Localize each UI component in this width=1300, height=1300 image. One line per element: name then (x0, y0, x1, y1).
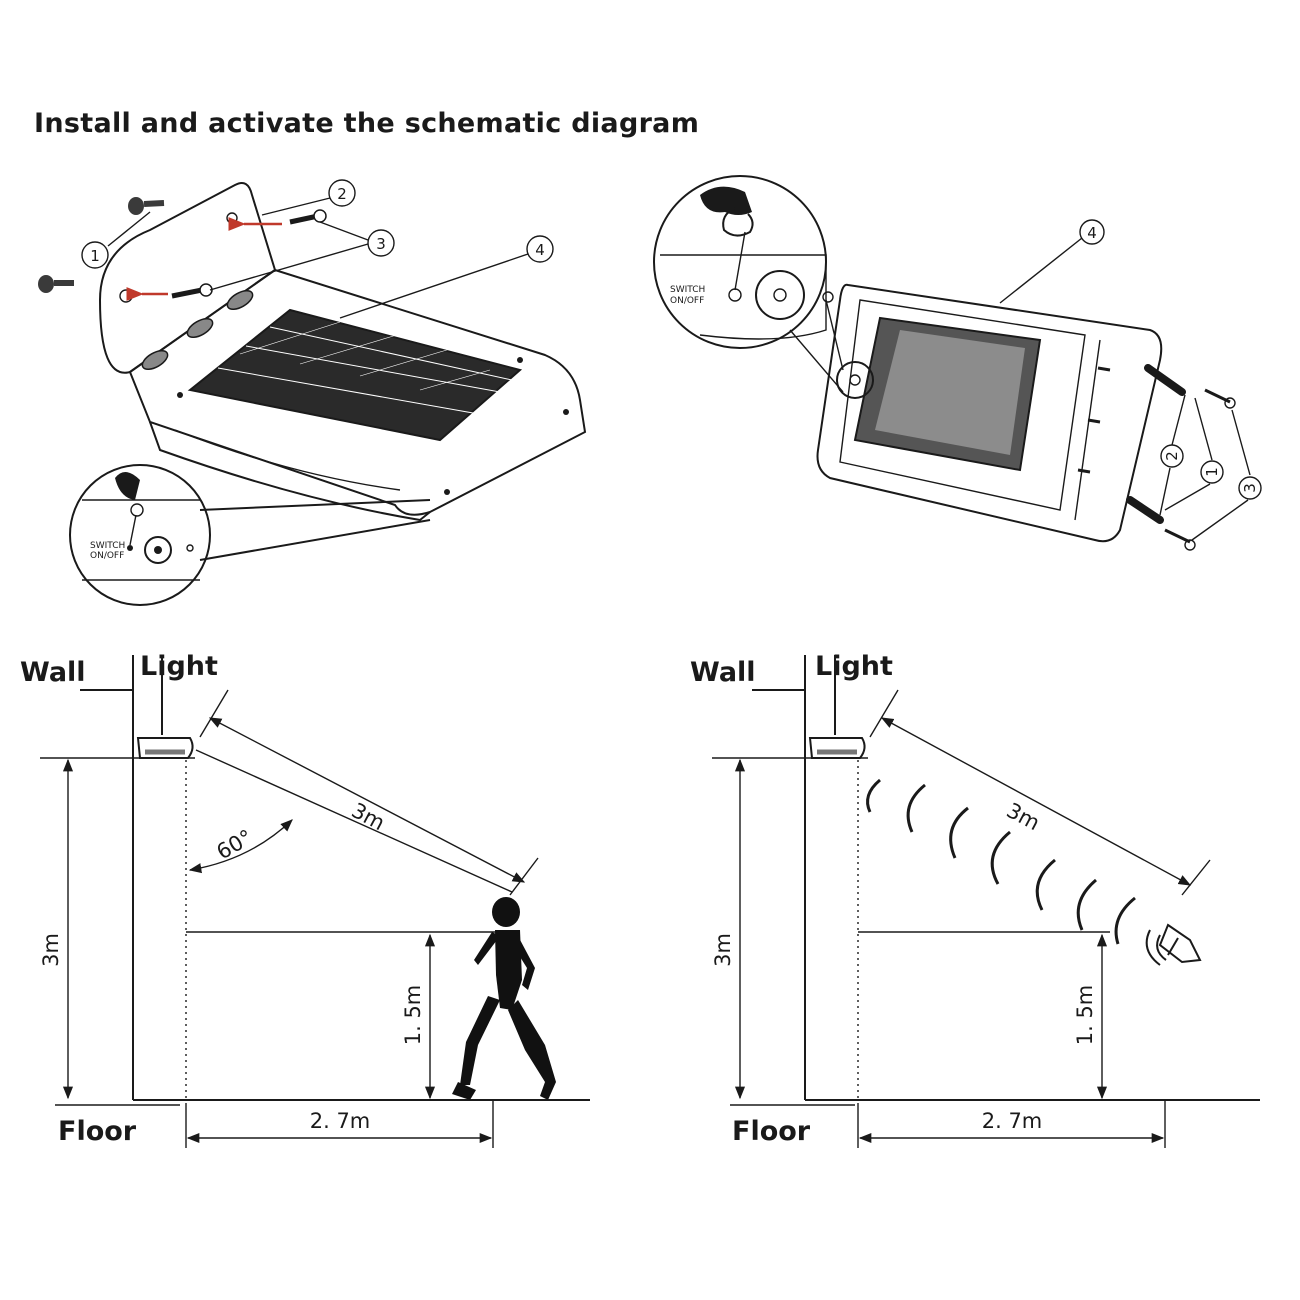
svg-text:SWITCH: SWITCH (670, 285, 705, 295)
svg-text:4: 4 (535, 241, 545, 259)
mounting-plate (98, 182, 277, 374)
svg-text:ON/OFF: ON/OFF (90, 551, 124, 561)
svg-text:3: 3 (1241, 483, 1259, 493)
switch-inset-right: SWITCH ON/OFF (653, 175, 834, 349)
wall-anchors (38, 197, 165, 293)
callout-4-right: 4 (999, 219, 1105, 304)
svg-text:ON/OFF: ON/OFF (670, 296, 704, 306)
svg-text:3m: 3m (39, 933, 63, 967)
switch-inset-left: SWITCH ON/OFF (69, 464, 431, 606)
callout-1: 1 (81, 211, 151, 269)
svg-text:1: 1 (1203, 467, 1221, 477)
svg-text:60°: 60° (213, 825, 257, 864)
svg-text:2. 7m: 2. 7m (982, 1109, 1043, 1133)
svg-text:1: 1 (90, 247, 100, 265)
svg-text:2: 2 (1163, 451, 1181, 461)
svg-text:3m: 3m (1003, 798, 1044, 835)
screws-left (171, 209, 327, 299)
svg-text:3: 3 (376, 235, 386, 253)
callout-2: 2 (261, 179, 356, 216)
callout-4: 4 (339, 235, 554, 319)
svg-text:1. 5m: 1. 5m (1073, 985, 1097, 1046)
running-person-icon (452, 897, 556, 1100)
lamp-body (128, 268, 587, 516)
lamp-back-body (816, 283, 1163, 543)
solar-panel (187, 308, 523, 442)
svg-text:2. 7m: 2. 7m (310, 1109, 371, 1133)
svg-text:1. 5m: 1. 5m (401, 985, 425, 1046)
wall-label-left: Wall (20, 657, 86, 688)
svg-text:4: 4 (1087, 224, 1097, 242)
floor-label-left: Floor (58, 1116, 137, 1147)
light-label-right: Light (815, 651, 893, 682)
light-label-left: Light (140, 651, 218, 682)
page-title: Install and activate the schematic diagr… (34, 108, 700, 139)
svg-text:3m: 3m (348, 798, 389, 835)
detection-diagram-person: 3m 3m 60° 1. 5m 2. 7m (20, 651, 590, 1148)
wall-label-right: Wall (690, 657, 756, 688)
lamp-lower-shell (149, 421, 431, 522)
lamp-rear-view: SWITCH ON/OFF 4 (653, 175, 1262, 551)
light-fixture-left (136, 737, 194, 759)
sensor-waves (866, 778, 1136, 945)
lamp-isometric-view: 1 2 3 4 (38, 179, 587, 606)
svg-text:3m: 3m (711, 933, 735, 967)
detection-diagram-waves: 3m 3m (690, 651, 1260, 1148)
svg-text:2: 2 (337, 185, 347, 203)
svg-text:SWITCH: SWITCH (90, 541, 125, 551)
floor-label-right: Floor (732, 1116, 811, 1147)
rear-hardware: 2 1 3 (1126, 364, 1262, 551)
wave-source-icon (1145, 923, 1202, 966)
light-fixture-right (808, 737, 866, 759)
callout-3: 3 (209, 221, 395, 291)
